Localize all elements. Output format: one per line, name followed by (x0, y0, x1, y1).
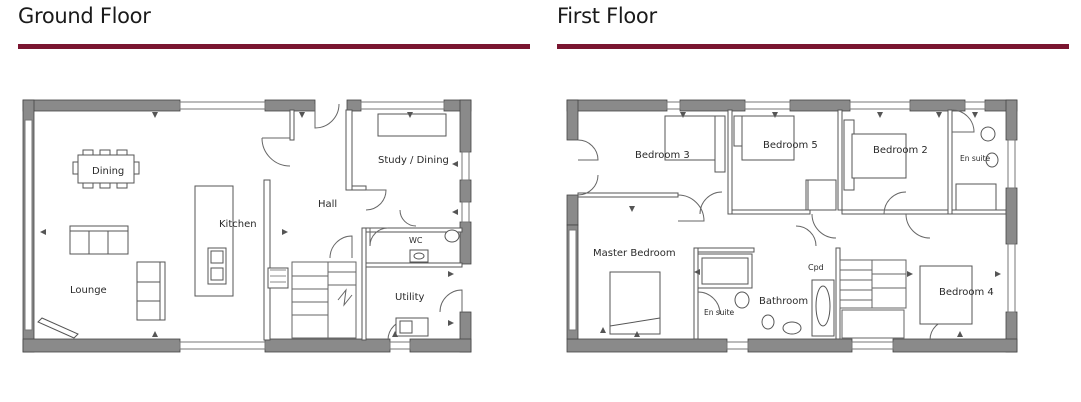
wc-fittings (409, 229, 460, 263)
label-bathroom: Bathroom (759, 296, 808, 307)
first-floor-title-rule (557, 44, 1069, 49)
first-floor-interior-walls (577, 109, 1007, 340)
ground-floor-windows (24, 101, 470, 350)
label-study-dining: Study / Dining (378, 155, 449, 166)
study-desk (377, 113, 447, 137)
wardrobes (714, 115, 855, 211)
lounge-sofas (69, 225, 166, 321)
ground-floor-interior-walls (263, 109, 463, 341)
dining-table (72, 149, 140, 189)
kitchen-island (194, 185, 289, 297)
ground-floor-plan (22, 99, 472, 353)
first-floor-stairs (839, 259, 907, 339)
ground-floor-markers (40, 112, 458, 337)
label-bedroom-5: Bedroom 5 (763, 140, 818, 151)
utility-sink (395, 317, 429, 337)
label-bedroom-4: Bedroom 4 (939, 287, 994, 298)
first-floor-plan (566, 99, 1018, 353)
ground-floor-doors (261, 103, 463, 341)
label-lounge: Lounge (70, 285, 107, 296)
label-dining: Dining (92, 166, 124, 177)
label-bedroom-2: Bedroom 2 (873, 145, 928, 156)
ground-floor-title: Ground Floor (18, 4, 151, 28)
label-master-bedroom: Master Bedroom (593, 248, 676, 259)
first-floor-markers (600, 112, 1001, 337)
lounge-stove (37, 317, 79, 339)
label-wc: WC (409, 236, 423, 245)
label-cpd: Cpd (808, 263, 824, 272)
bedroom-beds (609, 115, 973, 335)
label-ensuite-top: En suite (960, 154, 991, 163)
first-floor-doors (577, 109, 975, 341)
first-floor-windows (568, 101, 1016, 350)
label-ensuite-bottom: En suite (704, 308, 735, 317)
label-hall: Hall (318, 199, 337, 210)
label-kitchen: Kitchen (219, 219, 257, 230)
ground-floor-stairs (291, 261, 357, 339)
ground-floor-title-rule (18, 44, 530, 49)
bathroom-fittings (697, 126, 999, 337)
label-utility: Utility (395, 292, 424, 303)
label-bedroom-3: Bedroom 3 (635, 150, 690, 161)
first-floor-title: First Floor (557, 4, 657, 28)
